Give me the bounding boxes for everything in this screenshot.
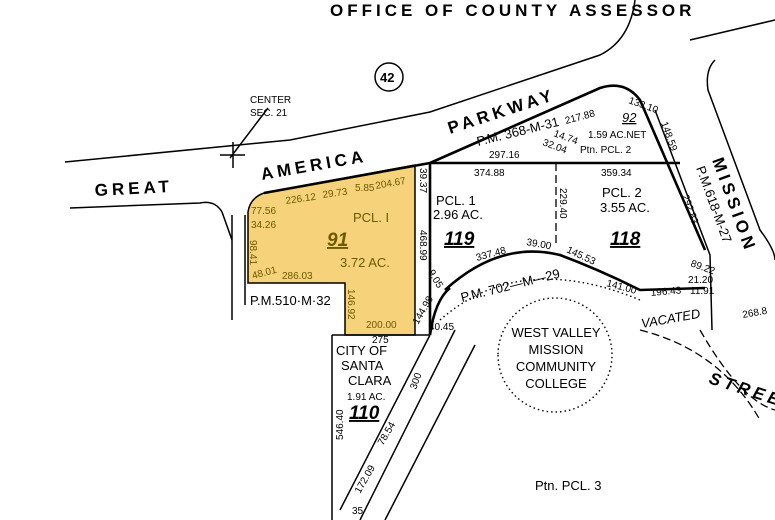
dimension-label: 292.83 (679, 193, 700, 226)
section-corner-mark (220, 107, 269, 168)
dimension-label: 141.00 (605, 278, 638, 297)
dimension-label: 297.16 (489, 150, 520, 161)
section-label-1: CENTER (250, 95, 291, 106)
dimension-label: 11.91 (690, 286, 715, 297)
college-label-line3: COMMUNITY (516, 359, 596, 374)
street-great: GREAT (94, 177, 173, 200)
campus-arc (439, 278, 641, 321)
parcel-north-line (263, 84, 707, 251)
parcel-92-pcl: Ptn. PCL. 2 (580, 145, 632, 156)
dimension-label: 468.99 (417, 230, 428, 261)
city-parcel-line (331, 334, 430, 520)
mission-road-far (689, 19, 775, 41)
dimension-label: 300 (408, 371, 424, 391)
college-label-line2: MISSION (529, 342, 584, 357)
parcel-92-number: 92 (622, 110, 637, 125)
ring-road-west (339, 329, 476, 520)
college-label: WEST VALLEY MISSION COMMUNITY COLLEGE (511, 325, 600, 391)
dimension-label: 204.67 (375, 176, 407, 192)
parcel-91-area: 3.72 AC. (340, 255, 390, 270)
dimension-label: 9.05 (425, 268, 444, 291)
parcel-119-pcl: PCL. 1 (436, 193, 476, 208)
dimension-label: 39.37 (417, 168, 428, 193)
parcel-110-number: 110 (349, 403, 380, 424)
parcel-110-area: 1.91 AC. (347, 392, 385, 403)
dimension-label: 268.8 (742, 306, 769, 321)
parcel-110-owner2: SANTA (341, 358, 384, 373)
street-street: STREET (707, 369, 775, 415)
college-label-line1: WEST VALLEY (511, 325, 600, 340)
street-vacated: VACATED (640, 306, 701, 331)
parcel-118-pcl: PCL. 2 (602, 185, 642, 200)
curve-west (428, 286, 451, 336)
dimension-label: 359.34 (601, 168, 632, 179)
parcel-110-owner1: CITY OF (336, 343, 387, 358)
college-label-line4: COLLEGE (525, 376, 587, 391)
dimension-label: 286.03 (282, 271, 313, 282)
mission-road-west (654, 109, 713, 331)
dimension-label: 35 (352, 506, 364, 517)
dimension-label: 98.41 (247, 240, 258, 265)
dimension-label: 196.43 (650, 285, 682, 299)
dimension-label: 34.26 (251, 220, 276, 231)
dimension-label: 217.88 (564, 108, 597, 127)
great-america-south-edge (69, 201, 233, 241)
parcel-91-number: 91 (327, 230, 348, 251)
parcel-118-area: 3.55 AC. (600, 200, 650, 215)
dimension-label: 200.00 (366, 320, 397, 331)
mission-road-east (706, 59, 775, 261)
map-page-circle (374, 62, 404, 92)
dimension-label: 546.40 (335, 409, 346, 440)
dimension-label: 21.20 (688, 275, 713, 286)
street-arc (639, 329, 775, 421)
parcel-118-number: 118 (610, 229, 641, 250)
dimension-label: 226.12 (285, 192, 317, 207)
dimension-label: 40.45 (429, 322, 454, 333)
plat-pm702: P.M. 702—M—29 (459, 266, 561, 305)
section-label-2: SEC. 21 (250, 108, 288, 119)
dimension-label: 29.73 (322, 187, 349, 201)
dimension-label: 275 (372, 335, 389, 346)
great-america-north-edge (64, 0, 636, 163)
parcel-pcl3: Ptn. PCL. 3 (535, 478, 601, 493)
plat-pm510: P.M.510·M·32 (250, 293, 331, 308)
dimension-label: 146.92 (345, 289, 356, 320)
dimension-label: 229.40 (557, 188, 568, 219)
parcel-119-number: 119 (444, 229, 475, 250)
pm702-arc (444, 250, 706, 292)
map-page-number: 42 (380, 70, 394, 85)
parcel-91-pcl: PCL. I (353, 210, 389, 225)
parcel-110-owner3: CLARA (348, 373, 392, 388)
dimension-label: 77.56 (251, 206, 276, 217)
dimension-label: 39.00 (525, 237, 552, 252)
parcel-119-area: 2.96 AC. (433, 207, 483, 222)
west-lot-line (231, 215, 246, 320)
dimension-label: 374.88 (474, 168, 505, 179)
header-title: OFFICE OF COUNTY ASSESSOR (330, 1, 695, 20)
parcel-92-area: 1.59 AC.NET (588, 130, 646, 141)
dimension-label: 5.85 (355, 183, 375, 194)
